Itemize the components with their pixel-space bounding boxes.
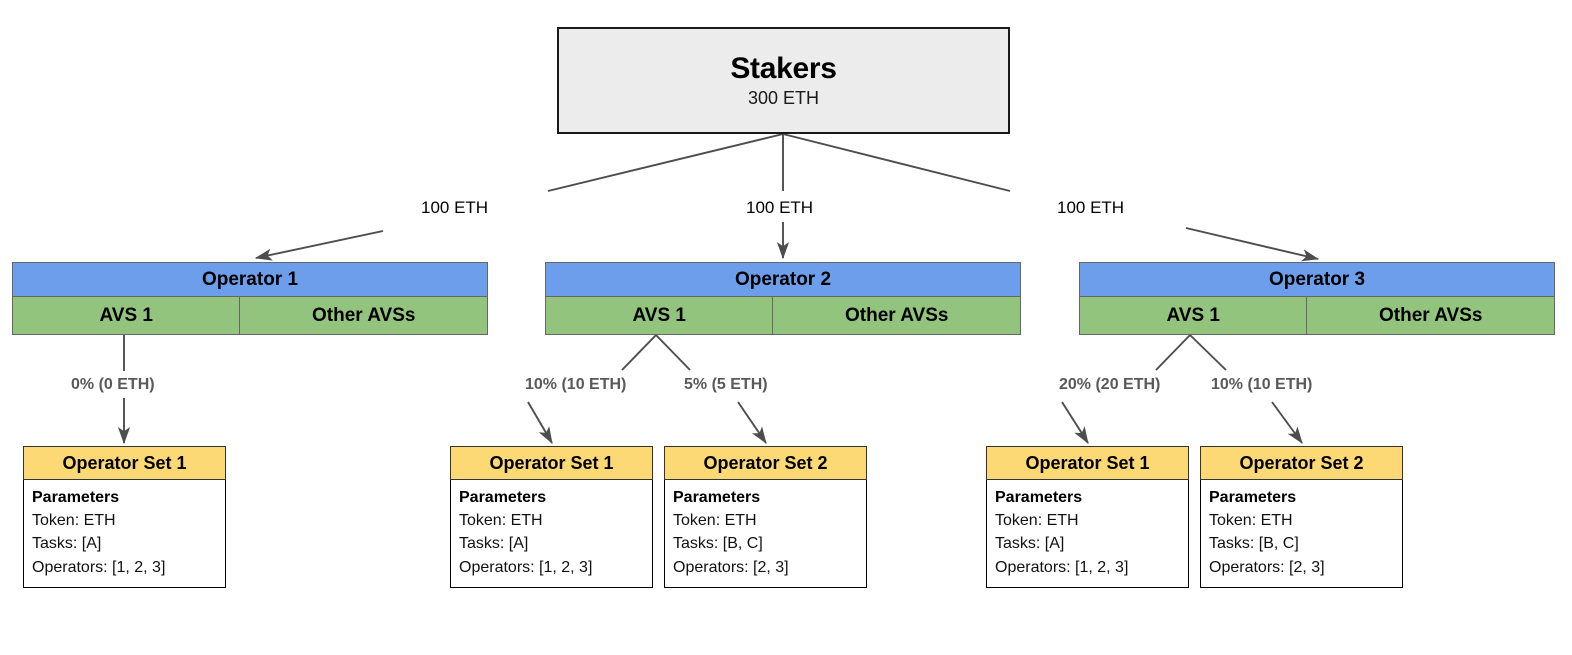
param-tasks: Tasks: [A]: [459, 535, 529, 553]
operator-set-card-1-1[interactable]: Operator Set 1 Parameters Token: ETH Tas…: [23, 446, 226, 588]
operator-set-2-2-body: Parameters Token: ETH Tasks: [B, C] Oper…: [664, 480, 867, 588]
param-token: Token: ETH: [673, 512, 757, 530]
stakers-title: Stakers: [730, 51, 837, 85]
operator-set-2-1-title: Operator Set 1: [450, 446, 653, 480]
edge-op2-set1: [527, 401, 553, 444]
edge-op3-set2: [1271, 401, 1303, 444]
operator-set-card-3-1[interactable]: Operator Set 1 Parameters Token: ETH Tas…: [986, 446, 1189, 588]
operator-3-avs-row: AVS 1 Other AVSs: [1079, 297, 1555, 335]
edge-op2-avs-left-upper: [621, 334, 657, 371]
allocation-label-operator-2-set-2: 5% (5 ETH): [684, 376, 768, 393]
edge-op2-set2: [737, 401, 767, 444]
stakers-amount: 300 ETH: [747, 88, 820, 109]
param-operators: Operators: [2, 3]: [673, 558, 789, 576]
parameters-heading: Parameters: [459, 489, 547, 506]
operator-set-3-1-title: Operator Set 1: [986, 446, 1189, 480]
operator-set-1-1-body: Parameters Token: ETH Tasks: [A] Operato…: [23, 480, 226, 588]
edge-label-stakers-operator-1: 100 ETH: [421, 198, 489, 217]
operator-set-2-1-body: Parameters Token: ETH Tasks: [A] Operato…: [450, 480, 653, 588]
param-token: Token: ETH: [995, 512, 1079, 530]
allocation-label-operator-1-set-1: 0% (0 ETH): [71, 376, 155, 393]
edge-label-stakers-operator-2: 100 ETH: [746, 198, 814, 217]
param-tasks: Tasks: [A]: [32, 535, 102, 553]
operator-1-other-avss[interactable]: Other AVSs: [240, 297, 488, 335]
edge-op3-avs-left-upper: [1155, 334, 1191, 371]
operator-1-title: Operator 1: [12, 262, 488, 297]
operator-node-3[interactable]: Operator 3 AVS 1 Other AVSs: [1079, 262, 1555, 335]
operator-3-avs-1[interactable]: AVS 1: [1079, 297, 1308, 335]
param-operators: Operators: [1, 2, 3]: [459, 558, 593, 576]
param-operators: Operators: [2, 3]: [1209, 558, 1325, 576]
param-tasks: Tasks: [A]: [995, 535, 1065, 553]
operator-set-3-2-body: Parameters Token: ETH Tasks: [B, C] Oper…: [1200, 480, 1403, 588]
edge-stakers-op3-lower: [1185, 227, 1320, 262]
operator-set-3-1-body: Parameters Token: ETH Tasks: [A] Operato…: [986, 480, 1189, 588]
operator-3-other-avss[interactable]: Other AVSs: [1307, 297, 1555, 335]
param-token: Token: ETH: [1209, 512, 1293, 530]
edge-op3-set1: [1061, 401, 1089, 444]
param-token: Token: ETH: [459, 512, 543, 530]
operator-set-card-2-2[interactable]: Operator Set 2 Parameters Token: ETH Tas…: [664, 446, 867, 588]
operator-set-1-1-title: Operator Set 1: [23, 446, 226, 480]
edge-stakers-op1-upper: [547, 133, 784, 192]
edge-stakers-op3-upper: [782, 133, 1011, 192]
edge-stakers-op1-lower: [254, 230, 384, 261]
param-operators: Operators: [1, 2, 3]: [32, 558, 166, 576]
param-tasks: Tasks: [B, C]: [673, 535, 763, 553]
edge-op2-avs-right-upper: [655, 334, 691, 371]
edge-label-stakers-operator-3: 100 ETH: [1057, 198, 1125, 217]
allocation-label-operator-2-set-1: 10% (10 ETH): [525, 376, 627, 393]
operator-2-title: Operator 2: [545, 262, 1021, 297]
allocation-label-operator-3-set-1: 20% (20 ETH): [1059, 376, 1161, 393]
parameters-heading: Parameters: [673, 489, 761, 506]
stakers-node[interactable]: Stakers 300 ETH: [557, 27, 1010, 134]
parameters-heading: Parameters: [1209, 489, 1297, 506]
param-token: Token: ETH: [32, 512, 116, 530]
operator-2-other-avss[interactable]: Other AVSs: [773, 297, 1021, 335]
operator-1-avs-1[interactable]: AVS 1: [12, 297, 241, 335]
parameters-heading: Parameters: [995, 489, 1083, 506]
operator-1-avs-row: AVS 1 Other AVSs: [12, 297, 488, 335]
operator-node-2[interactable]: Operator 2 AVS 1 Other AVSs: [545, 262, 1021, 335]
parameters-heading: Parameters: [32, 489, 120, 506]
operator-node-1[interactable]: Operator 1 AVS 1 Other AVSs: [12, 262, 488, 335]
edge-op3-avs-right-upper: [1189, 334, 1227, 371]
operator-set-card-2-1[interactable]: Operator Set 1 Parameters Token: ETH Tas…: [450, 446, 653, 588]
operator-set-3-2-title: Operator Set 2: [1200, 446, 1403, 480]
operator-set-card-3-2[interactable]: Operator Set 2 Parameters Token: ETH Tas…: [1200, 446, 1403, 588]
allocation-label-operator-3-set-2: 10% (10 ETH): [1211, 376, 1313, 393]
param-tasks: Tasks: [B, C]: [1209, 535, 1299, 553]
param-operators: Operators: [1, 2, 3]: [995, 558, 1129, 576]
operator-set-2-2-title: Operator Set 2: [664, 446, 867, 480]
operator-2-avs-row: AVS 1 Other AVSs: [545, 297, 1021, 335]
operator-3-title: Operator 3: [1079, 262, 1555, 297]
operator-2-avs-1[interactable]: AVS 1: [545, 297, 774, 335]
